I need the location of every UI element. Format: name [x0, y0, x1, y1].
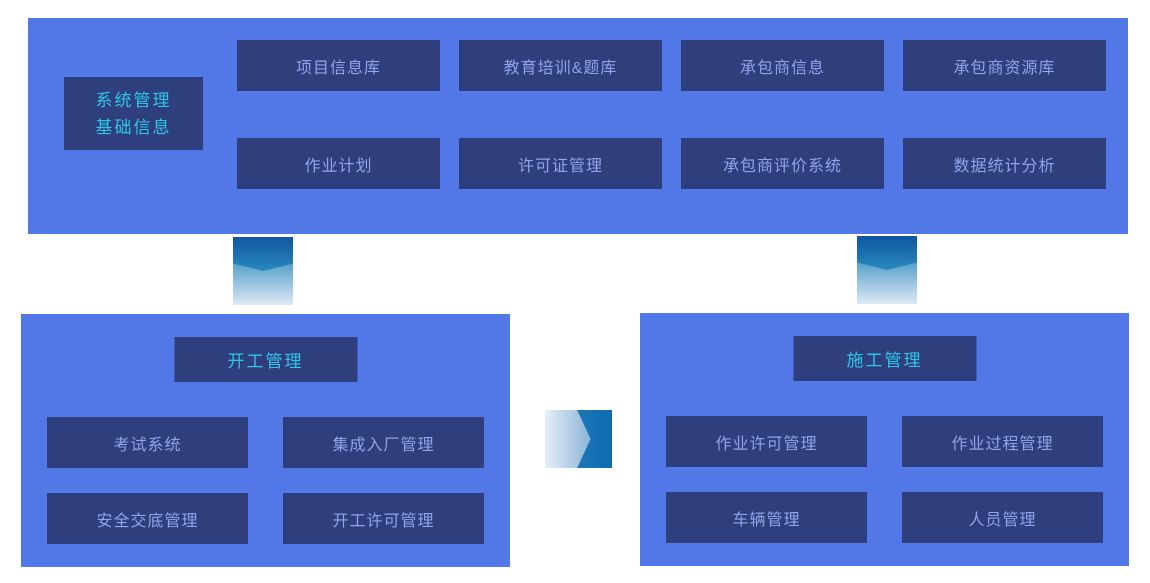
box-contractor-resource-library: 承包商资源库: [903, 40, 1106, 91]
box-contractor-evaluation-system: 承包商评价系统: [681, 138, 884, 189]
box-vehicle-management: 车辆管理: [666, 492, 867, 543]
label-line-2: 基础信息: [95, 117, 172, 137]
connector-arrow-down-left-icon: [233, 237, 293, 305]
connector-arrow-down-right-icon: [857, 236, 917, 304]
box-work-process-management: 作业过程管理: [902, 416, 1103, 467]
box-project-info-library: 项目信息库: [237, 40, 440, 91]
connector-arrow-right-icon: [545, 410, 612, 468]
box-license-management: 许可证管理: [459, 138, 662, 189]
box-personnel-management: 人员管理: [902, 492, 1103, 543]
box-integrated-entry-management: 集成入厂管理: [283, 417, 484, 468]
box-work-permit-management: 作业许可管理: [666, 416, 867, 467]
box-data-statistics-analysis: 数据统计分析: [903, 138, 1106, 189]
box-work-plan: 作业计划: [237, 138, 440, 189]
header-startwork-management: 开工管理: [174, 337, 357, 382]
panel-construction-management: 施工管理 作业许可管理 作业过程管理 车辆管理 人员管理: [640, 313, 1129, 566]
box-contractor-info: 承包商信息: [681, 40, 884, 91]
box-education-training-question-bank: 教育培训&题库: [459, 40, 662, 91]
box-exam-system: 考试系统: [47, 417, 248, 468]
box-startwork-permit-management: 开工许可管理: [283, 493, 484, 544]
panel-startwork-management: 开工管理 考试系统 集成入厂管理 安全交底管理 开工许可管理: [21, 314, 510, 567]
panel-system-management-base-info: 系统管理 基础信息 项目信息库 教育培训&题库 承包商信息 承包商资源库 作业计…: [28, 18, 1128, 234]
label-system-management-base-info: 系统管理 基础信息: [64, 77, 203, 150]
box-safety-disclosure-management: 安全交底管理: [47, 493, 248, 544]
label-line-1: 系统管理: [95, 90, 172, 110]
header-construction-management: 施工管理: [793, 336, 976, 381]
